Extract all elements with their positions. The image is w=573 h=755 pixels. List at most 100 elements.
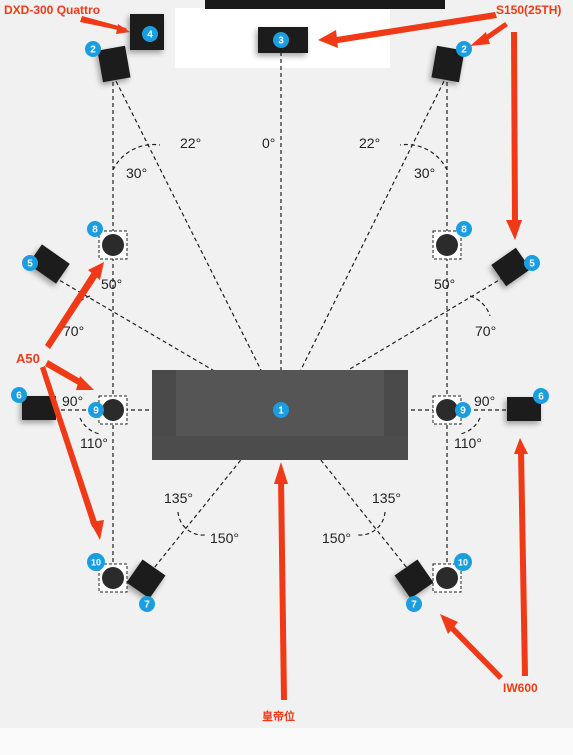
angle-label-110-left: 110° xyxy=(80,435,108,451)
arrow-s150-side xyxy=(511,32,518,225)
badge-5-left: 5 xyxy=(22,255,38,271)
label-a50: A50 xyxy=(16,351,40,366)
arrow-a50-10 xyxy=(40,366,98,527)
badge-7-right: 7 xyxy=(406,596,422,612)
svg-text:6: 6 xyxy=(538,392,544,403)
angle-label-110-right: 110° xyxy=(454,435,482,451)
arrow-a50-8 xyxy=(45,272,98,349)
speaker-8-left xyxy=(98,230,128,260)
label-dxd: DXD-300 Quattro xyxy=(4,3,100,17)
line-to-fr xyxy=(280,74,448,411)
badge-3: 3 xyxy=(273,32,289,48)
angle-labels: 0° 22° 22° 30° 30° 50° 50° 70° 70° 90° 9… xyxy=(62,135,496,546)
svg-text:8: 8 xyxy=(461,225,467,236)
angle-label-50-left: 50° xyxy=(101,276,122,292)
angle-label-70-right: 70° xyxy=(475,323,496,339)
speaker-2-front-left xyxy=(97,45,131,83)
badge-8-left: 8 xyxy=(87,221,103,237)
badge-2-left: 2 xyxy=(85,41,101,57)
arrow-seat-head xyxy=(274,462,288,484)
badge-4: 4 xyxy=(142,26,158,42)
arrow-a50-8-head xyxy=(88,262,104,280)
badge-9-left: 9 xyxy=(88,402,104,418)
badge-6-left: 6 xyxy=(11,387,27,403)
arrow-s150-front xyxy=(482,22,508,42)
arrow-a50-9-head xyxy=(76,376,94,390)
svg-text:2: 2 xyxy=(461,45,467,56)
svg-text:9: 9 xyxy=(460,406,466,417)
badge-7-left: 7 xyxy=(139,596,155,612)
speaker-5-left xyxy=(28,244,70,284)
arrow-seat xyxy=(278,478,287,700)
svg-text:4: 4 xyxy=(147,30,153,41)
arrow-iw600-rear xyxy=(448,624,503,680)
svg-text:5: 5 xyxy=(27,259,33,270)
arrow-iw600-rear-head xyxy=(440,614,458,634)
arc-right-front xyxy=(399,143,448,171)
svg-text:5: 5 xyxy=(529,259,535,270)
angle-label-135-left: 135° xyxy=(164,490,193,506)
angle-label-70-left: 70° xyxy=(63,323,84,339)
svg-text:10: 10 xyxy=(91,558,101,568)
svg-text:8: 8 xyxy=(92,225,98,236)
label-iw600: IW600 xyxy=(503,681,538,695)
line-to-rl xyxy=(145,409,282,579)
arc-left-rear xyxy=(177,511,206,536)
arc-right-rear xyxy=(357,511,386,536)
speaker-10-left xyxy=(98,563,128,593)
angle-label-22-left: 22° xyxy=(180,135,201,151)
arc-left-front xyxy=(112,143,161,171)
speaker-5-right xyxy=(491,247,531,287)
svg-text:2: 2 xyxy=(90,45,96,56)
line-to-rr xyxy=(280,409,416,579)
arrow-a50-10-head xyxy=(90,520,104,540)
svg-text:9: 9 xyxy=(93,406,99,417)
angle-label-90-left: 90° xyxy=(62,393,83,409)
badge-1: 1 xyxy=(273,402,289,418)
arrow-a50-9 xyxy=(45,360,82,386)
badge-6-right: 6 xyxy=(533,388,549,404)
svg-text:3: 3 xyxy=(278,36,284,47)
badge-5-right: 5 xyxy=(524,255,540,271)
angle-label-22-right: 22° xyxy=(359,135,380,151)
arrow-dxd-head xyxy=(116,24,130,34)
callout-labels: DXD-300 Quattro S150(25TH) A50 IW600 皇帝位 xyxy=(4,3,561,723)
angle-label-0: 0° xyxy=(262,135,275,151)
callout-arrows xyxy=(40,12,528,700)
speaker-7-right xyxy=(394,559,434,599)
screen-top xyxy=(205,0,445,9)
speaker-10-right xyxy=(432,563,462,593)
svg-text:7: 7 xyxy=(411,600,417,611)
angle-label-150-right: 150° xyxy=(322,530,351,546)
angle-label-30-left: 30° xyxy=(126,165,147,181)
label-seat: 皇帝位 xyxy=(262,709,295,723)
svg-text:7: 7 xyxy=(144,600,150,611)
badge-10-right: 10 xyxy=(454,553,472,571)
arc-right-side xyxy=(469,295,491,317)
svg-text:10: 10 xyxy=(458,558,468,568)
arrow-iw600-side-head xyxy=(514,438,528,454)
speakers xyxy=(22,14,541,599)
angle-label-90-right: 90° xyxy=(474,393,495,409)
room-floor xyxy=(0,0,573,728)
arrow-iw600-side xyxy=(518,450,528,676)
speaker-9-right xyxy=(432,395,462,425)
arc-right-90 xyxy=(459,417,481,435)
badge-2-right: 2 xyxy=(456,41,472,57)
badges: 4 3 2 2 8 8 5 5 xyxy=(11,26,549,612)
arrow-s150-center xyxy=(330,12,497,44)
speaker-7-left xyxy=(126,559,166,599)
arc-left-90 xyxy=(79,417,101,435)
badge-10-left: 10 xyxy=(87,553,105,571)
angle-label-150-left: 150° xyxy=(210,530,239,546)
svg-text:1: 1 xyxy=(278,406,284,417)
speaker-8-right xyxy=(432,230,462,260)
arrow-s150-side-head xyxy=(506,220,522,240)
label-s150: S150(25TH) xyxy=(496,3,561,17)
arrow-s150-center-head xyxy=(318,30,338,48)
arrow-s150-front-head xyxy=(470,32,490,46)
speaker-2-front-right xyxy=(431,45,465,83)
badge-8-right: 8 xyxy=(456,221,472,237)
angle-label-50-right: 50° xyxy=(434,276,455,292)
